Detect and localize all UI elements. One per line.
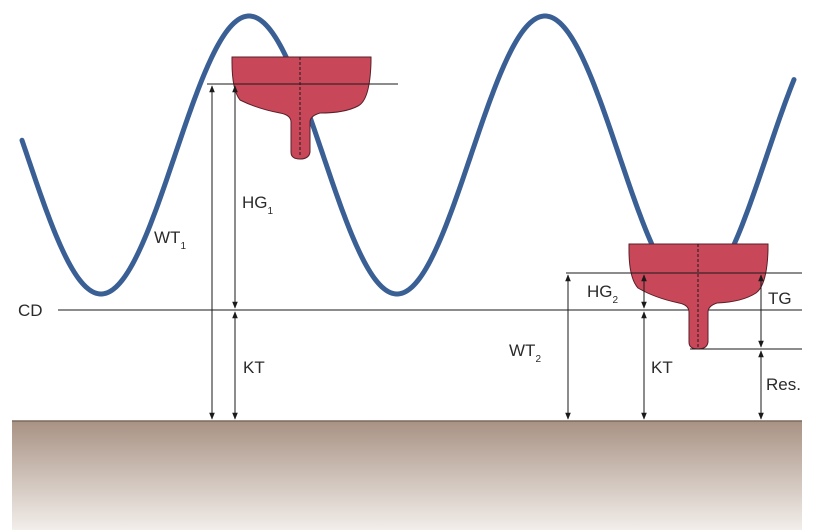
chart-datum-label: CD <box>18 301 43 320</box>
tg-label: TG <box>768 289 792 308</box>
hg2-label: HG2 <box>587 282 619 306</box>
seabed <box>12 421 802 530</box>
wt2-label: WT2 <box>509 341 541 365</box>
hg1-label: HG1 <box>242 193 274 217</box>
kt2-label: KT <box>651 358 673 377</box>
wt1-label: WT1 <box>154 228 186 252</box>
kt1-label: KT <box>243 358 265 377</box>
res-label: Res. <box>766 375 801 394</box>
ship-1-hull <box>231 56 372 160</box>
